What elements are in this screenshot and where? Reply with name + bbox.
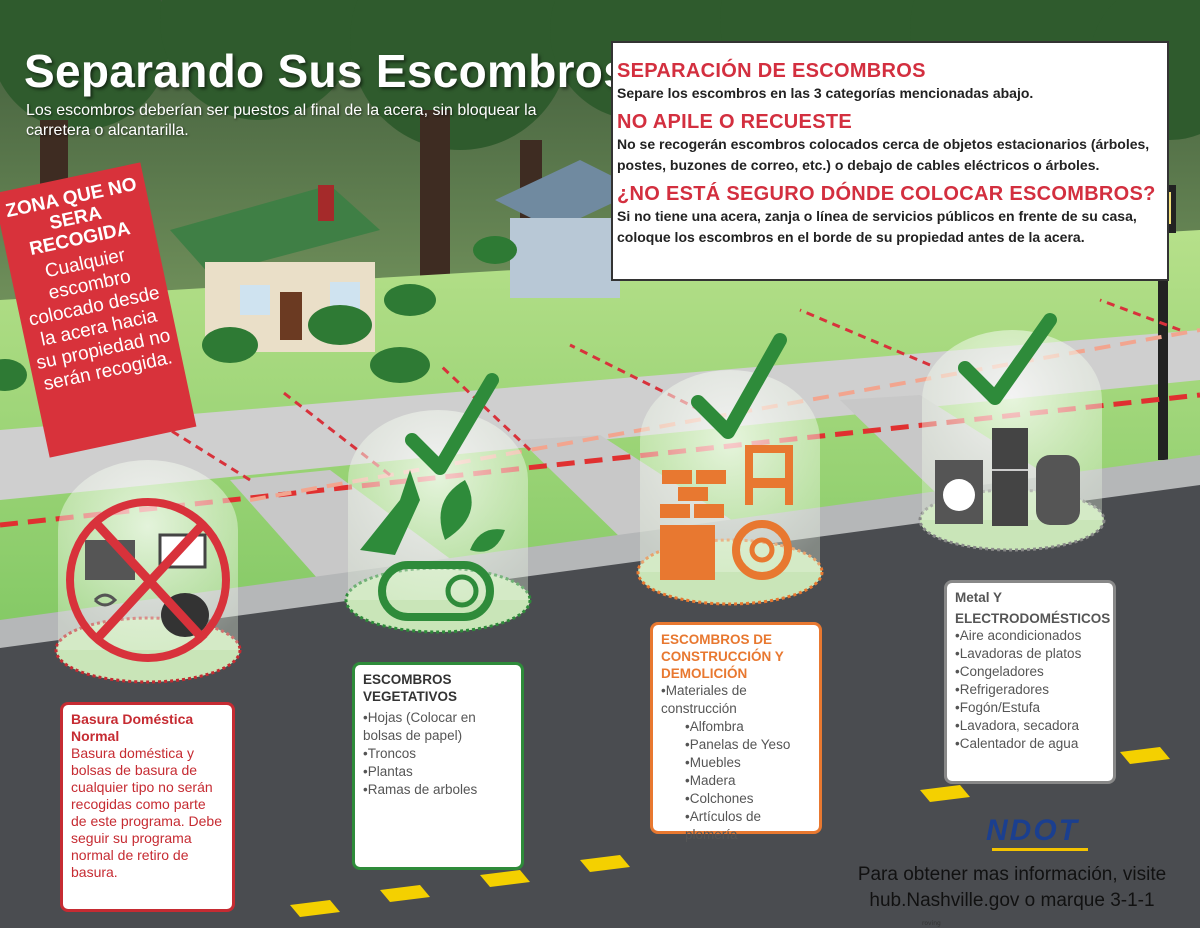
contact-footer: Para obtener mas información, visite hub… [832,862,1192,914]
info-text-no-apile: No se recogerán escombros colocados cerc… [617,136,1150,173]
list-item: Madera [661,772,811,790]
footer-line-1: Para obtener mas información, visite [857,864,1167,885]
list-item: Artículos de plomería [661,808,811,844]
list-item: Refrigeradores [955,681,1105,699]
list-item: Alfombra [661,718,811,736]
ndot-logo-bar [992,848,1088,851]
house-right [495,160,640,298]
checkmark-icon [691,333,787,439]
card-construction: ESCOMBROS DE CONSTRUCCIÓN Y DEMOLICIÓN M… [650,622,822,842]
list-item: Muebles [661,754,811,772]
page-subtitle: Los escombros deberían ser puestos al fi… [26,102,537,139]
sidewalk [0,330,1200,500]
checkmark-icon [958,313,1057,405]
vegetative-debris-icon [360,470,505,621]
tiny-label: roving [922,920,941,927]
construction-debris-icon [660,445,793,580]
card-title: ELECTRODOMÉSTICOS [955,611,1111,626]
card-title: ESCOMBROS DE CONSTRUCCIÓN Y DEMOLICIÓN [661,632,784,681]
road [0,480,1200,928]
appliances-icon [935,428,1080,526]
list-item: Aire acondicionados [955,627,1105,645]
shrubs [0,236,517,391]
card-body: Basura doméstica y bolsas de basura de c… [71,745,222,880]
list-item: Congeladores [955,663,1105,681]
list-item: Lavadora, secadora [955,717,1105,735]
ndot-logo: NDOT [986,814,1079,847]
list-item: Calentador de agua [955,735,1105,753]
card-vegetative: ESCOMBROS VEGETATIVOS Hojas (Colocar en … [352,662,524,870]
card-household-trash: Basura Doméstica Normal Basura doméstica… [60,702,235,912]
page-title: Separando Sus Escombros [24,45,630,97]
zone-body: Cualquier escombro colocado desde la ace… [26,244,175,396]
list-item: Fogón/Estufa [955,699,1105,717]
house-left [170,185,380,352]
card-title: Basura Doméstica Normal [71,711,194,744]
dome-basura [54,460,242,684]
list-item: Ramas de arboles [363,781,513,799]
list-item: Hojas (Colocar en bolsas de papel) [363,709,513,745]
list-item: Troncos [363,745,513,763]
list-item: Lavadoras de platos [955,645,1105,663]
info-text-separacion: Separe los escombros en las 3 categorías… [617,85,1034,101]
list-item: Panelas de Yeso [661,736,811,754]
curb [0,455,1200,648]
card-title: Metal Y [955,590,1003,605]
checkmark-icon [405,373,499,475]
placement-arrows [169,298,1181,482]
list-item: Materiales de construcción [661,682,811,718]
card-metal-appliances: Metal Y ELECTRODOMÉSTICOS Aire acondicio… [944,580,1116,784]
no-sign-icon [66,498,230,662]
info-box: SEPARACIÓN DE ESCOMBROS Separe los escom… [611,41,1169,281]
list-item: Colchones [661,790,811,808]
list-item: Plantas [363,763,513,781]
info-text-no-seguro: Si no tiene una acera, zanja o línea de … [617,208,1137,245]
info-heading-no-seguro: ¿NO ESTÁ SEGURO DÓNDE COLOCAR ESCOMBROS? [617,183,1156,205]
card-title: ESCOMBROS VEGETATIVOS [363,672,458,704]
dome-veg [344,410,532,634]
info-heading-separacion: SEPARACIÓN DE ESCOMBROS [617,60,926,82]
info-heading-no-apile: NO APILE O RECUESTE [617,111,852,133]
footer-line-2: hub.Nashville.gov o marque 3-1-1 [869,890,1155,911]
